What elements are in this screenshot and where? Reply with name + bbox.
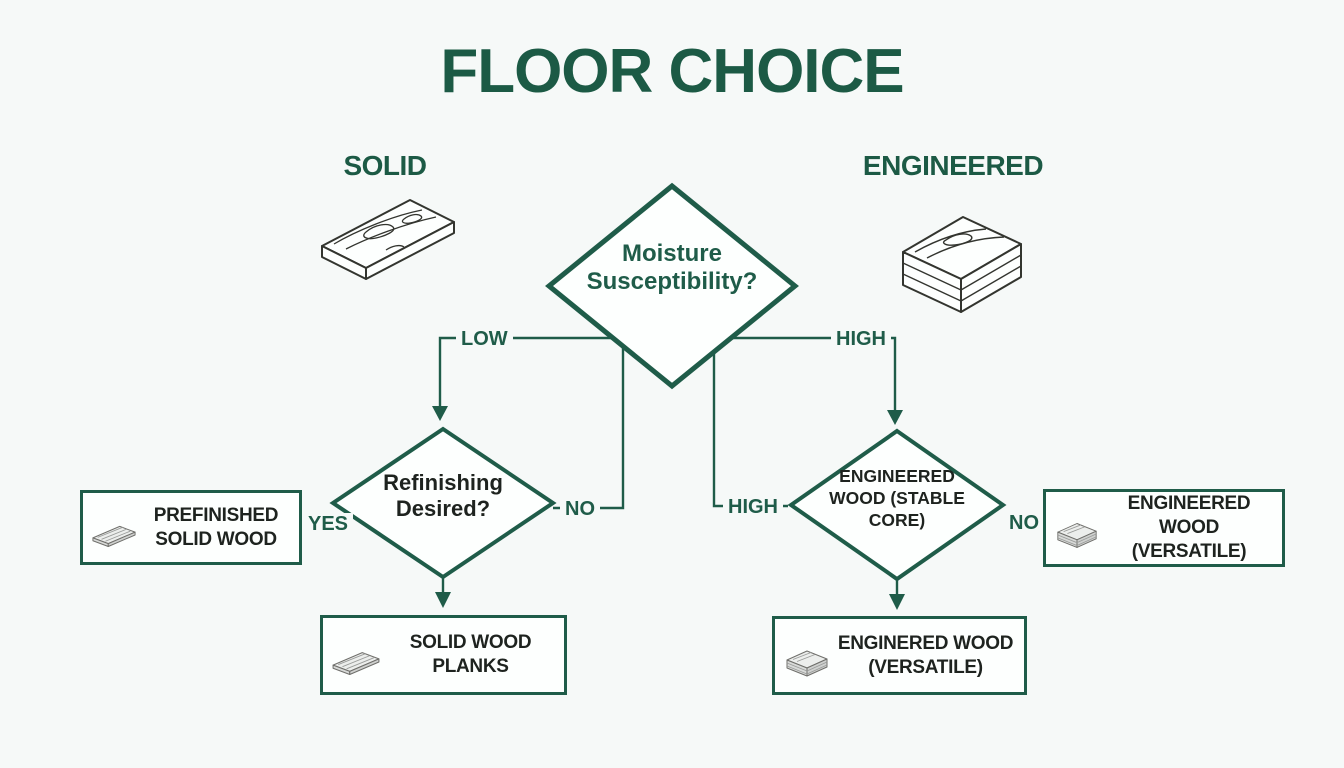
- outcome-label: PREFINISHED SOLID WOOD: [153, 504, 279, 550]
- branch-label-no-right: NO: [1004, 512, 1044, 534]
- root-decision-diamond: [545, 182, 799, 390]
- outcome-box-solid-wood-planks: SOLID WOOD PLANKS: [320, 615, 567, 695]
- wood-plank-icon: [331, 648, 381, 676]
- root-question: Moisture Susceptibility?: [586, 240, 758, 296]
- wood-plank-icon: [91, 522, 137, 548]
- right-decision-diamond: [787, 428, 1007, 582]
- left-decision-diamond: [329, 426, 557, 580]
- outcome-box-engineered-wood-bottom: ENGINERED WOOD (VERSATILE): [772, 616, 1027, 695]
- page-title: FLOOR CHOICE: [440, 37, 904, 106]
- outcome-label: SOLID WOOD PLANKS: [409, 632, 532, 677]
- branch-label-high-mid: HIGH: [723, 496, 783, 518]
- wood-stack-icon: [783, 648, 831, 678]
- wood-stack-icon: [1054, 520, 1100, 550]
- engineered-category-label: ENGINEERED: [862, 150, 1044, 181]
- branch-label-no-left: NO: [560, 498, 600, 520]
- branch-label-high-top: HIGH: [831, 328, 891, 350]
- outcome-label: ENGINEERED WOOD (VERSATILE): [1127, 493, 1251, 562]
- branch-label-yes: YES: [303, 513, 354, 535]
- outcome-label: ENGINERED WOOD (VERSATILE): [837, 632, 1014, 678]
- right-decision-label: ENGINEERED WOOD (STABLE CORE): [829, 466, 965, 530]
- branch-label-low: LOW: [456, 328, 513, 350]
- solid-plank-illustration: [321, 199, 455, 280]
- solid-category-label: SOLID: [343, 150, 427, 181]
- outcome-box-prefinished-solid-wood: PREFINISHED SOLID WOOD: [80, 490, 302, 565]
- engineered-stack-illustration: [902, 216, 1022, 313]
- outcome-box-engineered-wood-right: ENGINEERED WOOD (VERSATILE): [1043, 489, 1285, 567]
- left-question: Refinishing Desired?: [383, 470, 503, 521]
